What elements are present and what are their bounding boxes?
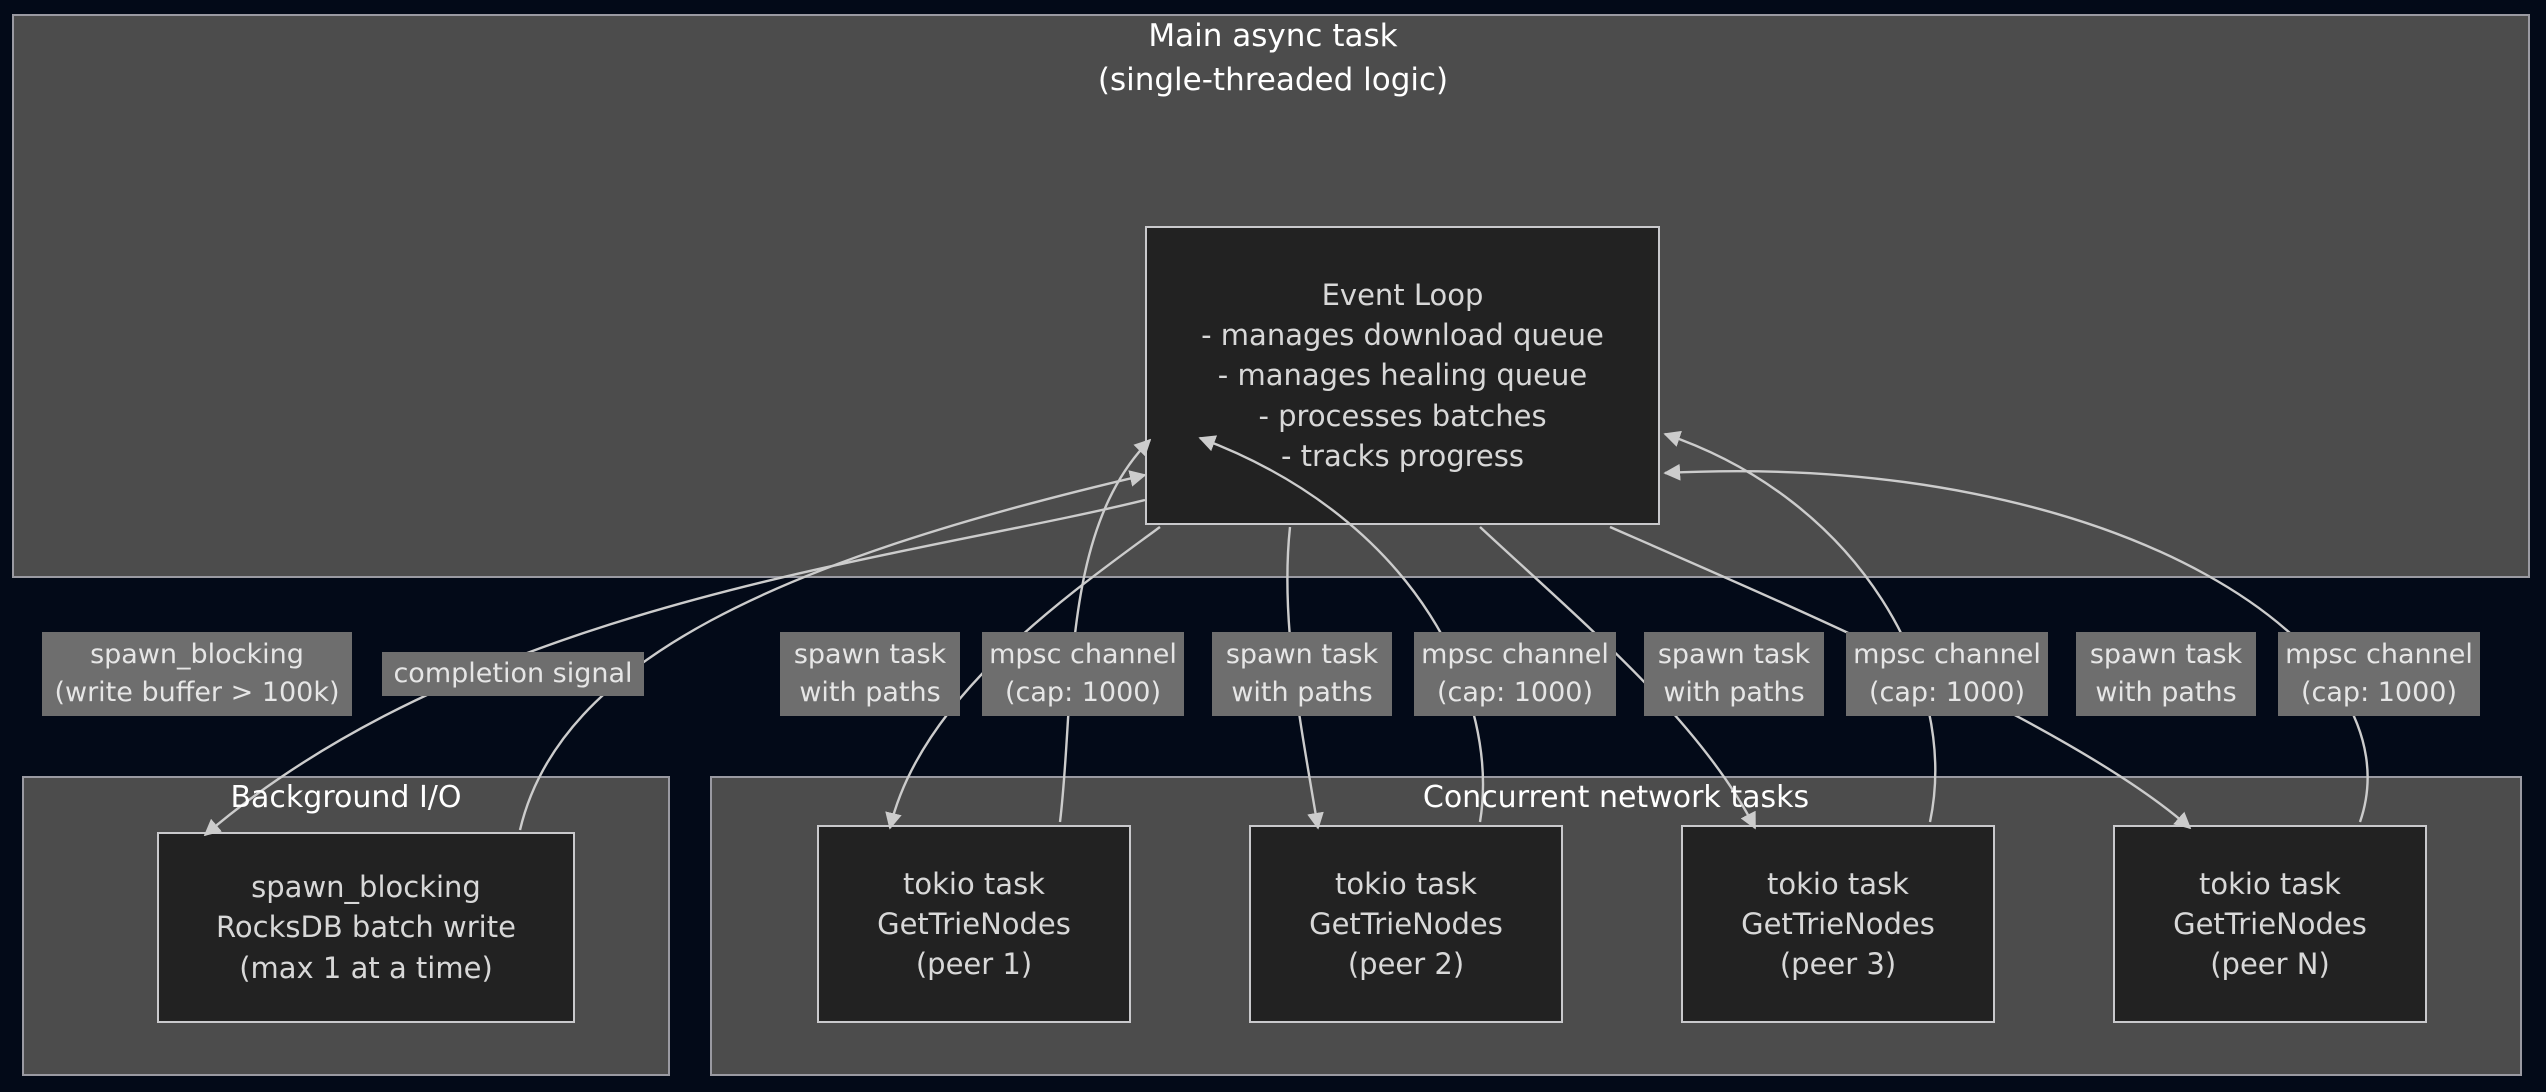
rocksdb-line-1: spawn_blocking <box>251 870 481 905</box>
peerN-line-2: GetTrieNodes <box>2173 906 2367 941</box>
peer3-line-1: tokio task <box>1767 866 1909 901</box>
rocksdb-line-2: RocksDB batch write <box>216 910 516 945</box>
mpsc-channel-n-line-1: mpsc channel <box>2285 638 2473 670</box>
peerN-line-3: (peer N) <box>2210 947 2330 981</box>
spawn-task-1-line-2: with paths <box>799 677 941 708</box>
event-loop-line-4: - processes batches <box>1258 398 1547 433</box>
edge-label-completion-signal: completion signal <box>382 652 644 696</box>
spawn-task-n-line-1: spawn task <box>2089 638 2243 670</box>
event-loop-line-1: Event Loop <box>1321 278 1484 313</box>
node-tokio-task-peer-1[interactable]: tokio task GetTrieNodes (peer 1) <box>817 825 1131 1023</box>
cluster-main-async-task-label: Main async task (single-threaded logic) <box>0 14 2546 102</box>
edge-label-mpsc-channel-1: mpsc channel (cap: 1000) <box>982 632 1184 716</box>
main-title-line-2: (single-threaded logic) <box>1097 62 1449 99</box>
edge-label-spawn-task-n: spawn task with paths <box>2076 632 2256 716</box>
peer1-line-2: GetTrieNodes <box>877 906 1071 941</box>
event-loop-line-3: - manages healing queue <box>1217 358 1588 393</box>
edge-label-mpsc-channel-n: mpsc channel (cap: 1000) <box>2278 632 2480 716</box>
spawn-task-3-line-1: spawn task <box>1657 638 1811 670</box>
spawn-task-2-line-1: spawn task <box>1225 638 1379 670</box>
node-tokio-task-peer-2[interactable]: tokio task GetTrieNodes (peer 2) <box>1249 825 1563 1023</box>
edge-label-spawn-blocking: spawn_blocking (write buffer > 100k) <box>42 632 352 716</box>
spawn-blocking-label-line-1: spawn_blocking <box>90 638 304 670</box>
edge-label-mpsc-channel-2: mpsc channel (cap: 1000) <box>1414 632 1616 716</box>
mpsc-channel-1-line-2: (cap: 1000) <box>1005 677 1161 708</box>
mpsc-channel-1-line-1: mpsc channel <box>989 638 1177 670</box>
cluster-concurrent-network-tasks-label: Concurrent network tasks <box>710 780 2522 815</box>
spawn-task-n-line-2: with paths <box>2095 677 2237 708</box>
edge-label-spawn-task-3: spawn task with paths <box>1644 632 1824 716</box>
spawn-task-3-line-2: with paths <box>1663 677 1805 708</box>
main-title-line-1: Main async task <box>1148 18 1398 54</box>
peer1-line-1: tokio task <box>903 866 1045 901</box>
mpsc-channel-3-line-1: mpsc channel <box>1853 638 2041 670</box>
peer3-line-3: (peer 3) <box>1779 947 1897 981</box>
spawn-task-1-line-1: spawn task <box>793 638 947 670</box>
spawn-task-2-line-2: with paths <box>1231 677 1373 708</box>
node-rocksdb-batch-write[interactable]: spawn_blocking RocksDB batch write (max … <box>157 832 575 1023</box>
rocksdb-line-3: (max 1 at a time) <box>239 950 493 985</box>
event-loop-line-5: - tracks progress <box>1280 438 1524 473</box>
edge-label-mpsc-channel-3: mpsc channel (cap: 1000) <box>1846 632 2048 716</box>
node-tokio-task-peer-n[interactable]: tokio task GetTrieNodes (peer N) <box>2113 825 2427 1023</box>
mpsc-channel-2-line-2: (cap: 1000) <box>1437 677 1593 708</box>
network-tasks-label-text: Concurrent network tasks <box>1422 780 1810 815</box>
peer2-line-3: (peer 2) <box>1347 947 1465 981</box>
edge-label-spawn-task-2: spawn task with paths <box>1212 632 1392 716</box>
peerN-line-1: tokio task <box>2199 866 2341 901</box>
node-tokio-task-peer-3[interactable]: tokio task GetTrieNodes (peer 3) <box>1681 825 1995 1023</box>
spawn-blocking-label-line-2: (write buffer > 100k) <box>54 677 340 708</box>
peer1-line-3: (peer 1) <box>915 947 1033 981</box>
edge-label-spawn-task-1: spawn task with paths <box>780 632 960 716</box>
completion-signal-label-line-1: completion signal <box>393 657 633 689</box>
peer2-line-1: tokio task <box>1335 866 1477 901</box>
peer3-line-2: GetTrieNodes <box>1741 906 1935 941</box>
background-io-label-text: Background I/O <box>230 780 462 815</box>
event-loop-line-2: - manages download queue <box>1201 318 1604 353</box>
mpsc-channel-n-line-2: (cap: 1000) <box>2301 677 2457 708</box>
node-event-loop[interactable]: Event Loop - manages download queue - ma… <box>1145 226 1660 525</box>
peer2-line-2: GetTrieNodes <box>1309 906 1503 941</box>
mpsc-channel-2-line-1: mpsc channel <box>1421 638 1609 670</box>
cluster-background-io-label: Background I/O <box>22 780 670 815</box>
mpsc-channel-3-line-2: (cap: 1000) <box>1869 677 2025 708</box>
